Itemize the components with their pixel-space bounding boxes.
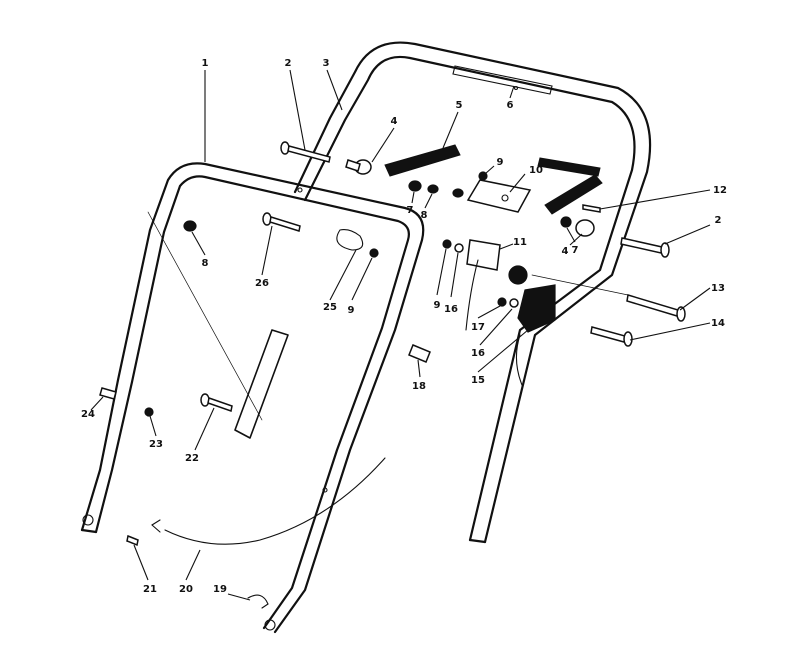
callout-14: 14 xyxy=(711,318,725,329)
callout-8-upper: 8 xyxy=(421,210,428,221)
upper-handle xyxy=(293,41,652,544)
callout-11: 11 xyxy=(513,237,527,248)
callout-22: 22 xyxy=(185,453,199,464)
callout-21: 21 xyxy=(143,584,157,595)
callout-18: 18 xyxy=(412,381,426,392)
callout-12: 12 xyxy=(713,185,727,196)
callout-6: 6 xyxy=(507,100,514,111)
callout-17: 17 xyxy=(471,322,485,333)
callout-9-mid: 9 xyxy=(434,300,441,311)
callout-3: 3 xyxy=(323,58,330,69)
callout-23: 23 xyxy=(149,439,163,450)
callout-25: 25 xyxy=(323,302,337,313)
callout-2-right: 2 xyxy=(715,215,722,226)
callouts: 1 2 3 4 5 6 7 8 9 10 12 2 7 4 11 8 26 25… xyxy=(81,58,727,595)
callout-16-upper: 16 xyxy=(444,304,458,315)
callout-10: 10 xyxy=(529,165,543,176)
callout-13: 13 xyxy=(711,283,725,294)
callout-4-right: 4 xyxy=(562,246,569,257)
callout-24: 24 xyxy=(81,409,95,420)
handle-grips xyxy=(384,144,603,215)
callout-20: 20 xyxy=(179,584,193,595)
hardware xyxy=(99,141,686,609)
callout-9-lower: 9 xyxy=(348,305,355,316)
callout-7-upper: 7 xyxy=(407,205,414,216)
callout-16-lower: 16 xyxy=(471,348,485,359)
callout-19: 19 xyxy=(213,584,227,595)
callout-8-lower: 8 xyxy=(202,258,209,269)
callout-7-right: 7 xyxy=(572,245,579,256)
callout-1: 1 xyxy=(202,58,209,69)
lower-handle xyxy=(80,162,425,634)
leader-lines xyxy=(90,69,711,601)
callout-9-upper: 9 xyxy=(497,157,504,168)
callout-4-upper: 4 xyxy=(391,116,398,127)
callout-15: 15 xyxy=(471,375,485,386)
callout-2-upper: 2 xyxy=(285,58,292,69)
callout-5: 5 xyxy=(456,100,463,111)
callout-26: 26 xyxy=(255,278,269,289)
